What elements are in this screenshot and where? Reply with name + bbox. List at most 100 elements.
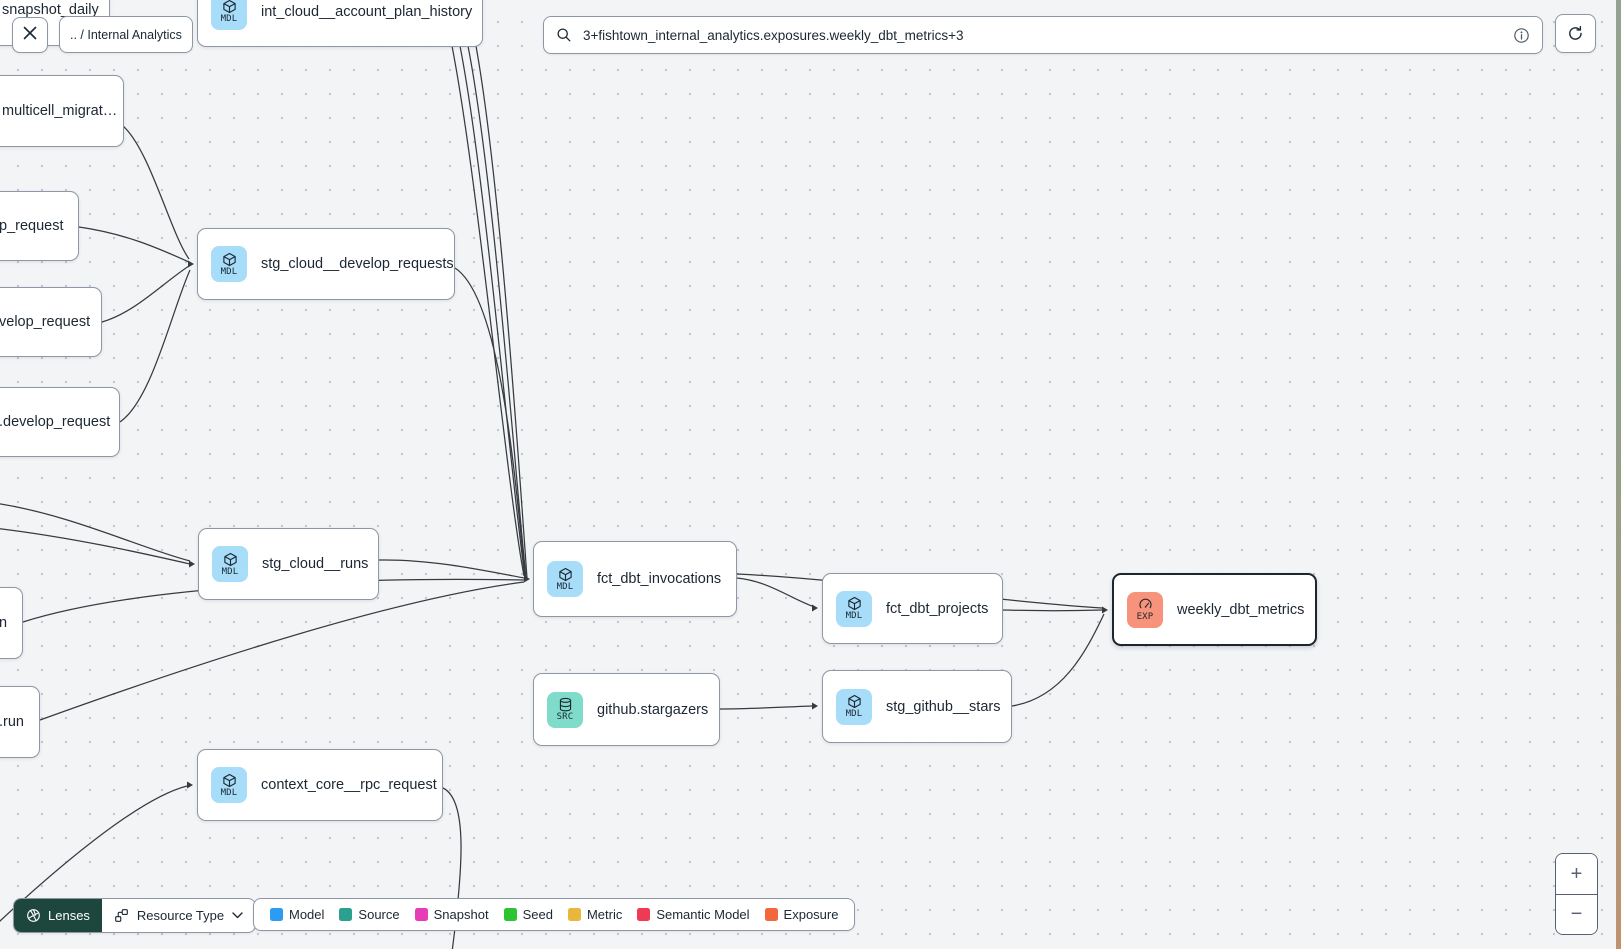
- resource-badge: SRC: [547, 691, 583, 728]
- edge-arrowhead: [524, 575, 530, 583]
- lineage-edge: [39, 581, 525, 721]
- zoom-controls: + −: [1555, 853, 1598, 935]
- node-label: multicell_migrat…: [2, 103, 118, 119]
- legend-item-snapshot: Snapshot: [414, 907, 489, 922]
- badge-label: EXP: [1136, 612, 1154, 622]
- node-velop_request[interactable]: MDLvelop_request: [0, 287, 102, 357]
- legend-swatch: [339, 908, 353, 921]
- close-button[interactable]: [12, 17, 48, 53]
- zoom-out-button[interactable]: −: [1556, 894, 1597, 934]
- desktop-background-sliver: [1616, 0, 1621, 949]
- lineage-edge: [119, 269, 191, 423]
- model-cube-icon: [223, 552, 238, 567]
- lineage-edge: [736, 577, 813, 607]
- model-cube-icon: [222, 773, 237, 788]
- node-label: p_request: [0, 218, 64, 234]
- lenses-label: Lenses: [48, 908, 90, 923]
- node-int_cloud__account_plan_history[interactable]: MDL int_cloud__account_plan_history: [197, 0, 483, 47]
- edge-arrowhead: [187, 781, 193, 789]
- node-label: n: [0, 615, 8, 631]
- node-label: fct_dbt_invocations: [597, 571, 722, 587]
- legend-swatch: [764, 908, 778, 921]
- resource-badge: MDL: [211, 767, 247, 803]
- lineage-edge: [101, 265, 190, 323]
- legend-label: Source: [358, 907, 400, 922]
- edge-arrowhead: [188, 260, 194, 268]
- search-input[interactable]: [581, 26, 1504, 44]
- legend-item-metric: Metric: [567, 907, 623, 922]
- zoom-in-button[interactable]: +: [1556, 854, 1597, 894]
- legend-item-source: Source: [339, 907, 400, 922]
- lineage-edge: [719, 705, 813, 710]
- legend-label: Semantic Model: [656, 907, 750, 922]
- breadcrumb[interactable]: .. / Internal Analytics: [59, 16, 193, 53]
- node-context_core__rpc_request[interactable]: MDL context_core__rpc_request: [197, 749, 443, 821]
- resource-type-dropdown[interactable]: Resource Type: [102, 899, 255, 932]
- badge-label: MDL: [221, 566, 239, 577]
- refresh-icon: [1567, 25, 1584, 42]
- exposure-gauge-icon: [1138, 597, 1153, 612]
- resource-badge: MDL: [211, 0, 247, 30]
- node-weekly_dbt_metrics[interactable]: EXP weekly_dbt_metrics: [1112, 573, 1317, 646]
- node-develop_request[interactable]: MDL.develop_request: [0, 387, 120, 457]
- legend-label: Seed: [522, 907, 553, 922]
- badge-label: MDL: [220, 266, 238, 277]
- lineage-edge: [454, 267, 526, 576]
- node-p_request[interactable]: MDLp_request: [0, 191, 79, 261]
- model-cube-icon: [847, 694, 862, 709]
- close-icon: [23, 26, 37, 45]
- node-label: .develop_request: [0, 414, 111, 430]
- node-label: int_cloud__account_plan_history: [261, 3, 473, 20]
- lenses-button[interactable]: Lenses: [14, 899, 102, 932]
- node-label: context_core__rpc_request: [261, 777, 437, 793]
- lenses-toolbar: Lenses Resource Type: [13, 898, 257, 933]
- legend-swatch: [414, 908, 428, 921]
- model-cube-icon: [847, 596, 862, 611]
- lineage-edge: [0, 503, 191, 562]
- resource-badge: MDL: [836, 590, 872, 627]
- node-label: stg_cloud__develop_requests: [261, 256, 454, 272]
- model-cube-icon: [222, 0, 237, 14]
- lineage-edge: [122, 125, 190, 260]
- info-icon[interactable]: [1513, 27, 1530, 44]
- legend-label: Model: [289, 907, 325, 922]
- node-label: weekly_dbt_metrics: [1177, 601, 1305, 618]
- lineage-edge: [451, 45, 525, 577]
- lineage-edge: [1011, 613, 1105, 707]
- source-database-icon: [558, 697, 573, 712]
- edge-arrowhead: [812, 702, 818, 710]
- badge-label: SRC: [556, 712, 574, 722]
- node-n_node[interactable]: MDLn: [0, 587, 23, 659]
- legend-swatch: [567, 908, 581, 921]
- node-multicell_migrat[interactable]: MDLmulticell_migrat…: [0, 75, 124, 147]
- lineage-edge: [0, 528, 191, 565]
- badge-label: MDL: [220, 787, 238, 798]
- resource-type-icon: [114, 908, 129, 923]
- lineage-edge: [78, 226, 190, 263]
- node-stg_cloud__develop_requests[interactable]: MDL stg_cloud__develop_requests: [197, 228, 455, 300]
- lenses-aperture-icon: [26, 908, 41, 923]
- lineage-edge: [467, 45, 527, 579]
- model-cube-icon: [558, 567, 573, 582]
- node-label: github.stargazers: [597, 701, 709, 718]
- resource-badge: MDL: [212, 546, 248, 582]
- legend-swatch: [503, 908, 517, 921]
- legend-label: Metric: [586, 907, 623, 922]
- badge-label: MDL: [220, 14, 238, 24]
- resource-badge: MDL: [211, 246, 247, 282]
- legend-swatch: [637, 908, 651, 921]
- lineage-edge: [1002, 609, 1103, 612]
- resource-badge: EXP: [1127, 591, 1163, 628]
- refresh-button[interactable]: [1555, 14, 1596, 53]
- node-run_node[interactable]: MDL.run: [0, 686, 40, 758]
- legend-swatch: [270, 908, 283, 921]
- chevron-down-icon: [232, 912, 243, 919]
- node-github_stargazers[interactable]: SRC github.stargazers: [533, 673, 720, 746]
- breadcrumb-label: .. / Internal Analytics: [70, 27, 182, 42]
- model-cube-icon: [222, 252, 237, 267]
